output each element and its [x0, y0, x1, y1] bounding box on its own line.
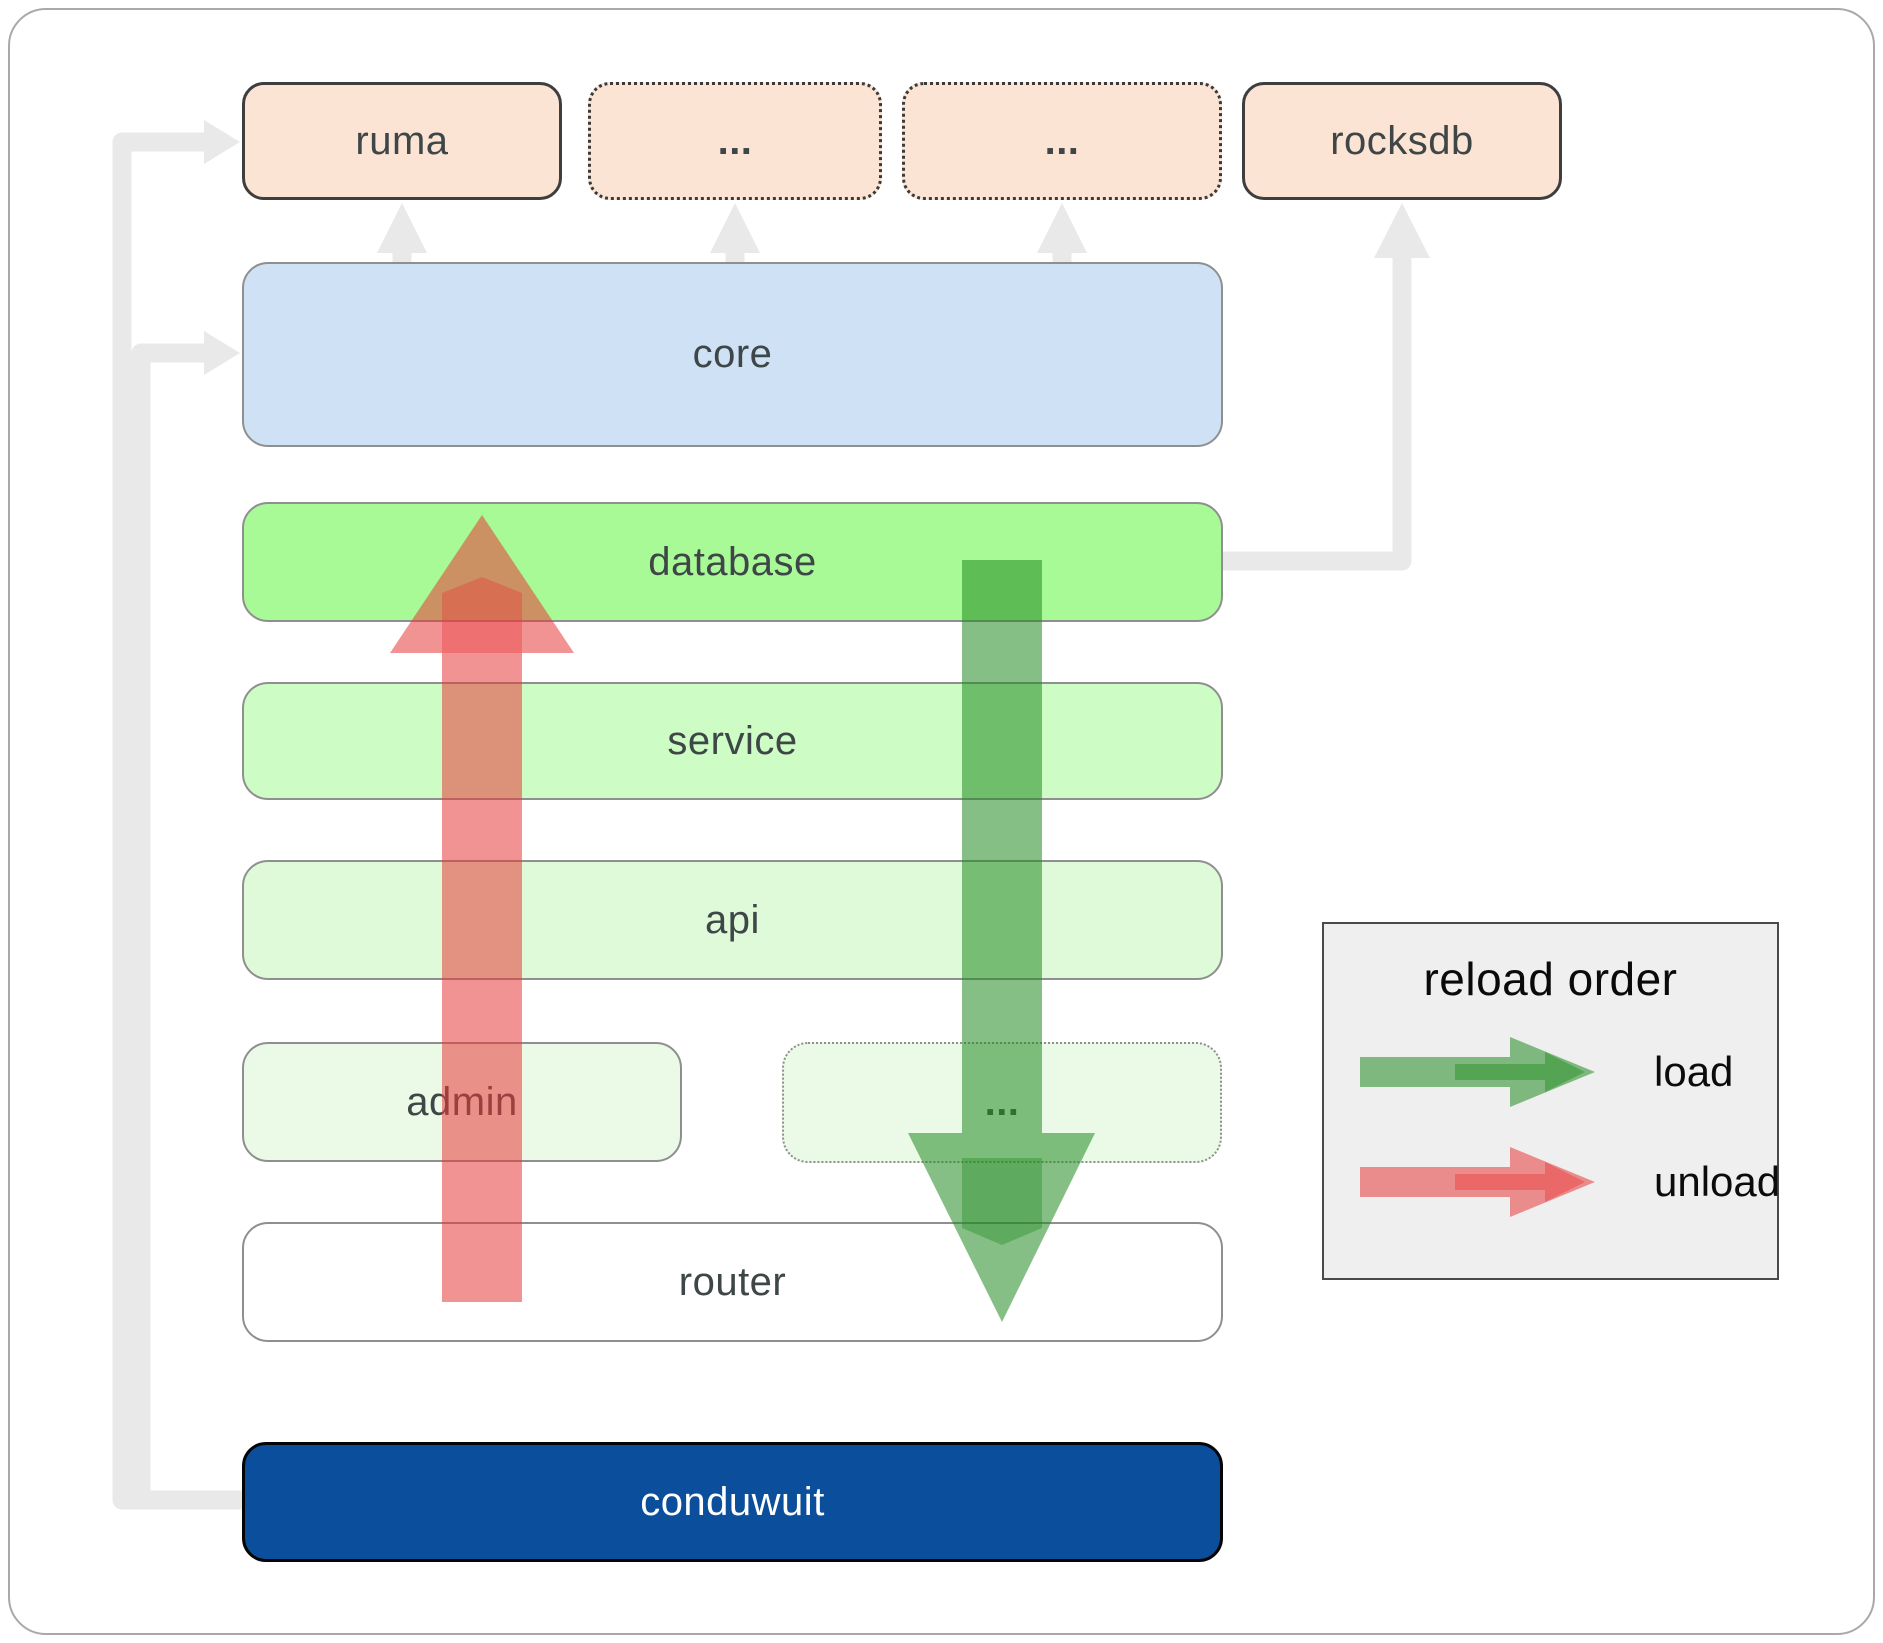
box-api: api: [242, 860, 1223, 980]
legend-load-label: load: [1654, 1048, 1734, 1095]
box-conduwuit: conduwuit: [242, 1442, 1223, 1562]
box-ellipsis-top-2: ...: [902, 82, 1222, 200]
outer-frame: [8, 8, 1875, 1635]
load-arrow-icon: [1360, 1037, 1595, 1107]
box-service: service: [242, 682, 1223, 800]
legend-reload-order: reload order load unload: [1322, 922, 1780, 1280]
box-rocksdb: rocksdb: [1242, 82, 1562, 200]
box-ellipsis-admin: ...: [782, 1042, 1222, 1163]
legend-unload-label: unload: [1654, 1158, 1781, 1205]
box-database: database: [242, 502, 1223, 622]
box-ruma: ruma: [242, 82, 562, 200]
box-router: router: [242, 1222, 1223, 1342]
legend-title: reload order: [1423, 953, 1678, 1005]
legend-row-load: load: [1360, 1032, 1733, 1112]
unload-arrow-icon: [1360, 1147, 1595, 1217]
box-admin: admin: [242, 1042, 682, 1162]
box-ellipsis-top-1: ...: [588, 82, 882, 200]
box-core: core: [242, 262, 1223, 447]
legend-row-unload: unload: [1360, 1142, 1780, 1222]
